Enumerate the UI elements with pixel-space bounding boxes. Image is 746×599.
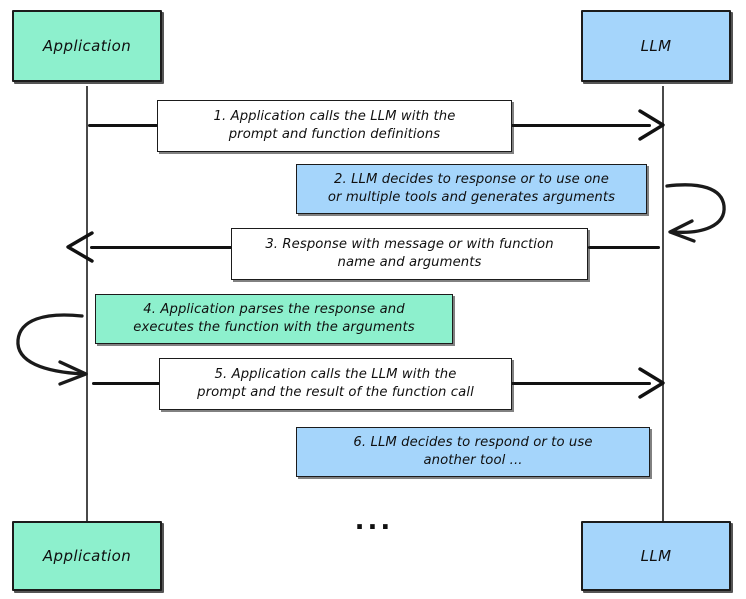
lifeline-llm (662, 86, 664, 523)
message-5-note[interactable]: 5. Application calls the LLM with the pr… (159, 358, 512, 410)
message-6-note[interactable]: 6. LLM decides to respond or to use anot… (296, 427, 650, 477)
message-3-arrowhead-icon (66, 231, 94, 263)
message-5-arrowhead-icon (638, 367, 665, 399)
participant-application-bottom[interactable]: Application (12, 521, 162, 591)
participant-label: Application (42, 546, 132, 565)
message-5-text: 5. Application calls the LLM with the pr… (197, 366, 474, 400)
message-3-note[interactable]: 3. Response with message or with functio… (231, 228, 588, 280)
message-4-text: 4. Application parses the response and e… (133, 301, 415, 335)
message-2-note[interactable]: 2. LLM decides to response or to use one… (296, 164, 647, 214)
message-1-arrowhead-icon (638, 109, 665, 141)
participant-llm-top[interactable]: LLM (581, 10, 731, 82)
message-5-line-left (92, 382, 160, 385)
message-2-self-loop-arrow-icon (665, 183, 726, 243)
message-4-self-loop-arrow-icon (16, 313, 88, 386)
participant-llm-bottom[interactable]: LLM (581, 521, 731, 591)
message-1-line-left (88, 124, 158, 127)
message-3-line-left (90, 246, 232, 249)
participant-label: LLM (640, 36, 672, 55)
message-2-text: 2. LLM decides to response or to use one… (327, 171, 616, 205)
message-6-text: 6. LLM decides to respond or to use anot… (353, 434, 593, 468)
continuation-ellipsis: ... (354, 506, 394, 536)
message-5-line-right (511, 382, 651, 385)
participant-label: LLM (640, 546, 672, 565)
lifeline-application (86, 86, 88, 523)
message-4-note[interactable]: 4. Application parses the response and e… (95, 294, 453, 344)
message-3-text: 3. Response with message or with functio… (265, 236, 554, 270)
participant-label: Application (42, 36, 132, 55)
message-3-line-right (588, 246, 660, 249)
message-1-line-right (511, 124, 651, 127)
participant-application-top[interactable]: Application (12, 10, 162, 82)
message-1-note[interactable]: 1. Application calls the LLM with the pr… (157, 100, 512, 152)
message-1-text: 1. Application calls the LLM with the pr… (213, 108, 456, 142)
